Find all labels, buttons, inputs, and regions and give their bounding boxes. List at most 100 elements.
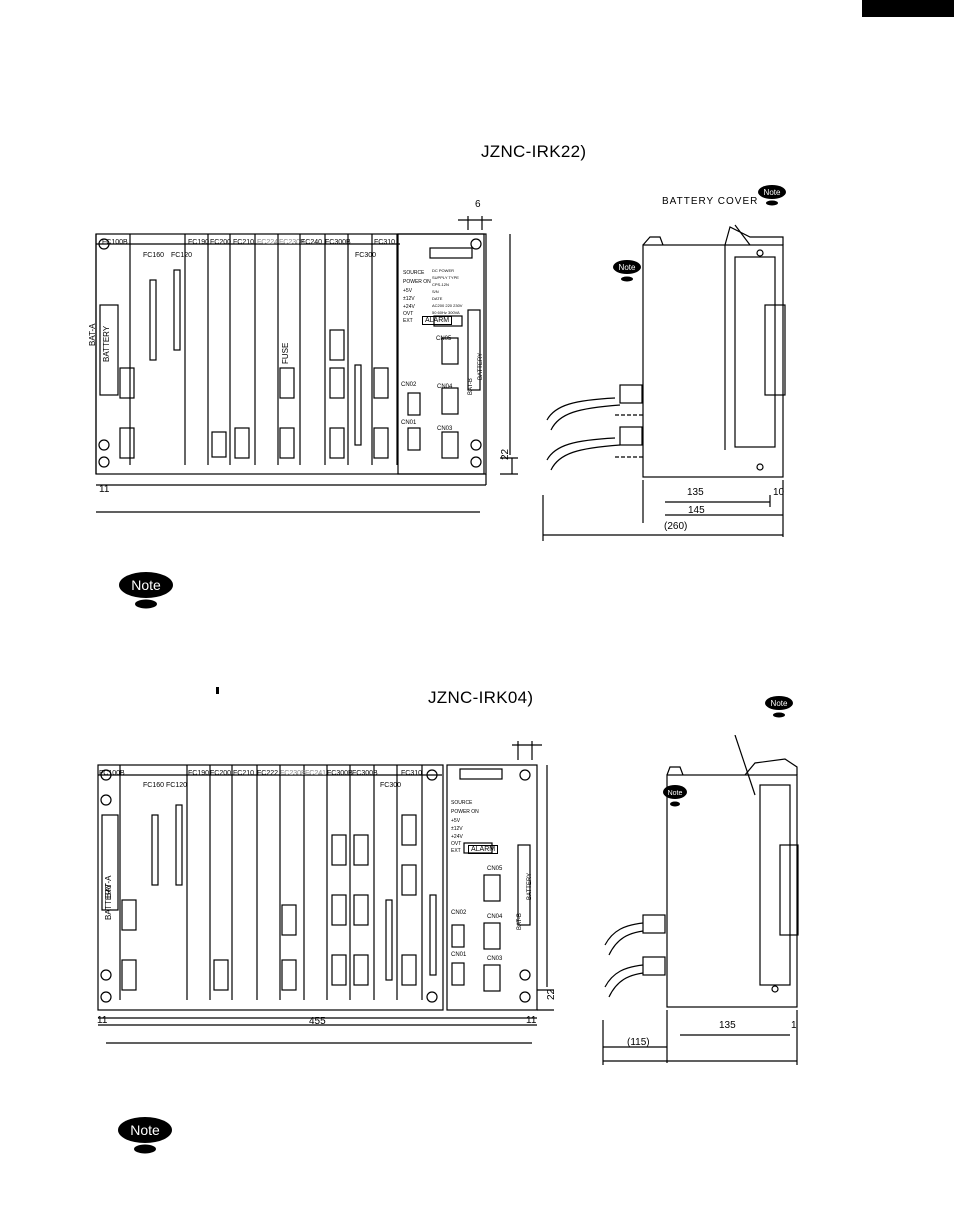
fig2-psu-ext: EXT bbox=[451, 848, 461, 854]
fig2-slot-fc300b-2: FC300B bbox=[352, 770, 378, 777]
figure2-title: JZNC-IRK04) bbox=[428, 688, 534, 707]
fig1-psu-dc-power: DC POWER bbox=[432, 268, 454, 273]
fig1-psu-supply-type: SUPPLY TYPE bbox=[432, 275, 459, 280]
fig1-psu-power-on: POWER ON bbox=[403, 279, 431, 285]
fig2-psu-cn02: CN02 bbox=[451, 910, 467, 916]
fig1-psu-alarm: ALARM bbox=[422, 316, 453, 325]
fig2-psu-bat-b: BAT-B bbox=[517, 913, 523, 930]
fig1-dim-11: 11 bbox=[99, 484, 110, 495]
fig1-bat-a-label: BAT-A bbox=[88, 323, 97, 346]
fig2-slot-fc230b: FC230B bbox=[280, 770, 306, 777]
fig2-left-battery-label: BATTERY bbox=[104, 883, 113, 920]
fig2-dim-1: 1 bbox=[791, 1020, 797, 1031]
fig1-psu-ovt: OVT bbox=[403, 311, 414, 317]
figure2-side-view bbox=[602, 735, 799, 1065]
fig2-slot-fc300b-1: FC300B bbox=[327, 770, 353, 777]
fig2-dim-11-right: 11 bbox=[526, 1015, 537, 1026]
fig1-psu-24v: +24V bbox=[403, 304, 415, 310]
fig1-left-battery-label: BATTERY bbox=[102, 325, 111, 362]
fig2-psu-5v: +5V bbox=[451, 818, 461, 824]
fig2-dim-115: (115) bbox=[627, 1037, 650, 1048]
fig1-slot-fc310: FC310 bbox=[374, 239, 396, 246]
figure1-side-view bbox=[542, 224, 786, 541]
svg-text:Note: Note bbox=[131, 577, 161, 593]
fig2-dim-135: 135 bbox=[719, 1020, 736, 1031]
note-badge-fig2-top: Note bbox=[764, 695, 794, 719]
fig1-psu-5v: +5V bbox=[403, 288, 413, 294]
fig1-psu-cn05: CN05 bbox=[436, 336, 452, 342]
fig1-psu-cn02: CN02 bbox=[401, 382, 417, 388]
fig1-psu-cn01: CN01 bbox=[401, 420, 417, 426]
fig1-psu-ac: AC200 220 230V bbox=[432, 303, 463, 308]
figure1-front-view bbox=[95, 216, 518, 513]
fig1-psu-cn03: CN03 bbox=[437, 426, 453, 432]
fig2-psu-alarm: ALARM bbox=[468, 845, 499, 854]
note-badge-side2: Note bbox=[662, 784, 688, 808]
fig1-subslot-fc160: FC160 bbox=[143, 252, 165, 259]
fig2-psu-cn05: CN05 bbox=[487, 866, 503, 872]
fig1-dim-135: 135 bbox=[687, 487, 704, 498]
fig2-slot-fc200: FC200 bbox=[210, 770, 232, 777]
fig2-subslot-fc300: FC300 bbox=[380, 782, 402, 789]
fig1-psu-sn: S/N bbox=[432, 289, 439, 294]
fig2-psu-cn01: CN01 bbox=[451, 952, 467, 958]
fig1-subslot-fc300: FC300 bbox=[355, 252, 377, 259]
fig2-psu-battery: BATTERY bbox=[527, 872, 533, 900]
fig2-subslot-fc120: FC120 bbox=[166, 782, 188, 789]
figure1-title: JZNC-IRK22) bbox=[481, 142, 587, 161]
fig2-slot-fc210: FC210 bbox=[233, 770, 255, 777]
fig1-psu-cps: CPS-12N bbox=[432, 282, 449, 287]
fig2-slot-fc190: FC190 bbox=[188, 770, 210, 777]
fig2-slot-fc310: FC310 bbox=[401, 770, 423, 777]
fig1-psu-cn04: CN04 bbox=[437, 384, 453, 390]
svg-text:Note: Note bbox=[619, 263, 636, 272]
note-badge-battery-cover: Note bbox=[757, 184, 787, 206]
page-tab-marker bbox=[862, 0, 954, 17]
fig1-dim-260: (260) bbox=[664, 521, 688, 532]
fig1-slot-fc230b: FC230B bbox=[279, 239, 305, 246]
fig2-psu-ovt: OVT bbox=[451, 841, 462, 847]
fig2-title-marker bbox=[216, 687, 219, 694]
fig1-subslot-fc120: FC120 bbox=[171, 252, 193, 259]
svg-text:Note: Note bbox=[668, 790, 683, 797]
fig1-dim-145: 145 bbox=[688, 505, 705, 516]
fig2-psu-cn03: CN03 bbox=[487, 956, 503, 962]
fig2-slot-fc241: FC241 bbox=[305, 770, 327, 777]
fig1-slot-fc210: FC210 bbox=[233, 239, 255, 246]
svg-text:Note: Note bbox=[130, 1122, 160, 1138]
note-badge-side1: Note bbox=[612, 259, 642, 283]
fig2-dim-22: 22 bbox=[546, 988, 557, 1000]
fig2-dim-11-left: 11 bbox=[97, 1015, 108, 1026]
fig1-fuse-label: FUSE bbox=[281, 342, 290, 364]
battery-cover-label: BATTERY COVER bbox=[662, 196, 759, 207]
fig1-psu-hz: 50 60Hz 300VA bbox=[432, 310, 460, 315]
fig1-slot-fc224: FC224 bbox=[257, 239, 279, 246]
fig2-slot-fc100b: FC100B bbox=[99, 770, 125, 777]
fig1-slot-fc240: FC240 bbox=[301, 239, 323, 246]
fig1-dim-22: 22 bbox=[500, 448, 511, 460]
fig1-dim-6: 6 bbox=[475, 199, 481, 210]
fig2-psu-cn04: CN04 bbox=[487, 914, 503, 920]
fig1-psu-source: SOURCE bbox=[403, 270, 425, 276]
fig1-dim-10: 10 bbox=[773, 487, 785, 498]
fig1-psu-bat-b: BAT-B bbox=[468, 378, 474, 395]
fig2-subslot-fc160: FC160 bbox=[143, 782, 165, 789]
note-badge-fig1: Note bbox=[117, 570, 175, 610]
svg-text:Note: Note bbox=[764, 188, 781, 197]
figure2-front-view bbox=[97, 741, 554, 1044]
fig2-slot-fc222: FC222 bbox=[257, 770, 279, 777]
fig1-psu-date: DATE bbox=[432, 296, 443, 301]
fig2-psu-12v: ±12V bbox=[451, 826, 463, 832]
note-badge-fig2: Note bbox=[116, 1115, 174, 1155]
fig1-psu-ext: EXT bbox=[403, 318, 413, 324]
fig1-psu-12v: ±12V bbox=[403, 296, 415, 302]
fig1-psu-battery: BATTERY bbox=[478, 352, 484, 380]
svg-text:Note: Note bbox=[771, 699, 788, 708]
fig1-slot-fc100b: FC100B bbox=[102, 239, 128, 246]
fig2-psu-power-on: POWER ON bbox=[451, 809, 479, 815]
fig1-slot-fc200: FC200 bbox=[210, 239, 232, 246]
fig2-dim-455: 455 bbox=[309, 1016, 326, 1027]
fig1-slot-fc300b: FC300B bbox=[325, 239, 351, 246]
fig1-slot-fc190: FC190 bbox=[188, 239, 210, 246]
fig2-psu-source: SOURCE bbox=[451, 800, 473, 806]
